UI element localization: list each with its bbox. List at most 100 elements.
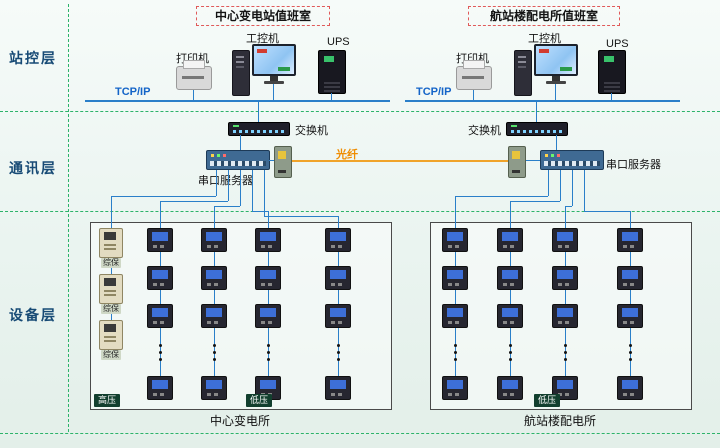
left-tcpip-label: TCP/IP (115, 86, 151, 98)
power-meter-icon (201, 266, 227, 290)
power-meter-icon (497, 376, 523, 400)
monitor-frame (252, 44, 296, 76)
right-monitor-icon (534, 44, 578, 84)
layer-divider-comm-device (0, 211, 720, 212)
right-fanout-line (584, 211, 630, 212)
power-meter-icon (147, 376, 173, 400)
right-printer-drop-line (473, 90, 474, 100)
right-fanout-line (455, 196, 548, 197)
left-hv-badge: 高压 (94, 394, 121, 407)
power-meter-icon (255, 228, 281, 252)
power-meter-icon (617, 376, 643, 400)
right-bus-to-switch-line (536, 100, 537, 122)
power-meter-icon (325, 376, 351, 400)
left-switch-label: 交换机 (295, 125, 328, 137)
right-switch-to-serial-line (556, 135, 557, 150)
ellipsis-dots (563, 342, 567, 362)
left-printer-icon (176, 60, 212, 90)
power-meter-icon (147, 266, 173, 290)
left-switch-icon (228, 122, 290, 136)
right-fanout-line (548, 170, 549, 196)
power-meter-icon (617, 304, 643, 328)
left-pc-drop-line (273, 84, 274, 100)
ellipsis-dots (453, 342, 457, 362)
power-meter-icon (497, 228, 523, 252)
left-fanout-line (111, 196, 112, 222)
ellipsis-dots (336, 342, 340, 362)
right-fanout-line (560, 170, 561, 201)
right-ups-label: UPS (606, 38, 629, 50)
right-box-caption: 航站楼配电所 (523, 414, 596, 428)
right-ups-icon (598, 50, 626, 94)
layer-label-device: 设备层 (9, 307, 57, 323)
right-switch-icon (506, 122, 568, 136)
protection-relay-icon (99, 228, 123, 258)
left-fanout-line (264, 170, 265, 216)
right-fanout-line (565, 206, 566, 222)
ellipsis-dots (266, 342, 270, 362)
right-ipc-label: 工控机 (528, 33, 561, 45)
left-fanout-line (252, 170, 253, 211)
right-ups-drop-line (611, 93, 612, 100)
scada-screen (254, 46, 294, 74)
power-meter-icon (442, 376, 468, 400)
right-fiber-converter-icon (508, 146, 526, 178)
right-fanout-line (510, 201, 560, 202)
left-room-title: 中心变电站值班室 (196, 6, 330, 26)
right-fanout-line (584, 170, 585, 211)
right-tcpip-bus (405, 100, 680, 102)
power-meter-icon (325, 266, 351, 290)
right-fanout-line (455, 196, 456, 222)
left-fanout-line (160, 201, 228, 202)
right-serial-label: 串口服务器 (606, 159, 661, 171)
layer-divider-vertical (68, 4, 69, 432)
meter-column (617, 222, 643, 400)
left-printer-drop-line (193, 90, 194, 100)
monitor-base (546, 81, 566, 84)
left-fanout-line (214, 206, 240, 207)
protection-relay-label: 综保 (101, 258, 121, 268)
right-fanout-line (510, 201, 511, 222)
right-fanout-line (572, 170, 573, 206)
meter-column (552, 222, 578, 400)
power-meter-icon (442, 228, 468, 252)
monitor-frame (534, 44, 578, 76)
left-monitor-icon (252, 44, 296, 84)
left-fanout-line (252, 211, 268, 212)
right-fanout-line (630, 211, 631, 222)
right-tcpip-label: TCP/IP (416, 86, 452, 98)
power-meter-icon (497, 304, 523, 328)
left-fiber-converter-icon (274, 146, 292, 178)
fiber-label: 光纤 (336, 149, 358, 161)
right-pc-tower-icon (514, 50, 532, 96)
power-meter-icon (325, 228, 351, 252)
power-meter-icon (552, 266, 578, 290)
power-meter-icon (617, 266, 643, 290)
left-ipc-label: 工控机 (246, 33, 279, 45)
right-converter-to-serial-line (526, 160, 540, 161)
power-meter-icon (255, 304, 281, 328)
left-fanout-line (111, 196, 216, 197)
left-pc-tower-icon (232, 50, 250, 96)
power-meter-icon (201, 228, 227, 252)
layer-divider-bottom (0, 433, 720, 434)
left-tcpip-bus (85, 100, 390, 102)
ellipsis-dots (508, 342, 512, 362)
meter-column (325, 222, 351, 400)
left-fanout-line (264, 216, 338, 217)
protection-relay-label: 综保 (101, 350, 121, 360)
power-meter-icon (497, 266, 523, 290)
power-meter-icon (201, 304, 227, 328)
meter-column (255, 222, 281, 400)
left-switch-to-serial-line (240, 135, 241, 150)
protection-relay-icon (99, 274, 123, 304)
right-serial-server-icon (540, 150, 604, 170)
monitor-stand (270, 76, 278, 81)
left-serial-to-converter-line (269, 160, 274, 161)
power-meter-icon (255, 266, 281, 290)
left-fanout-line (214, 206, 215, 222)
left-ups-icon (318, 50, 346, 94)
left-ups-label: UPS (327, 36, 350, 48)
meter-column (497, 222, 523, 400)
fiber-link-line (292, 160, 508, 162)
